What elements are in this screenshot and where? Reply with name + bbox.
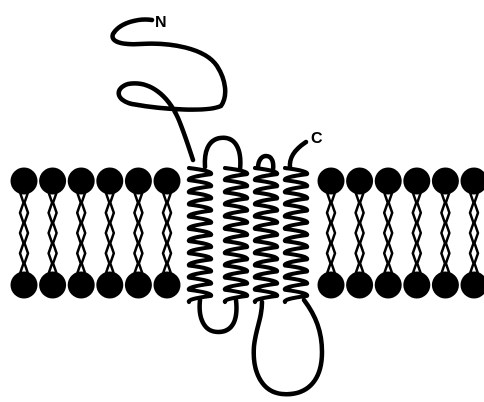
lipid-bilayer-left (11, 168, 181, 299)
extracellular-loop-1 (205, 138, 241, 170)
lipid-tail (360, 193, 364, 274)
lipid-head-inner (125, 272, 152, 299)
lipid-head-inner (461, 272, 484, 299)
lipid-head-inner (346, 272, 373, 299)
lipid-tail (332, 193, 336, 274)
intracellular-loop-1 (200, 300, 237, 332)
lipid-tail (470, 193, 474, 274)
n-terminus-label: N (155, 14, 167, 31)
intracellular-loop-2 (254, 300, 322, 394)
lipid-tail (327, 193, 331, 274)
lipid-head-inner (11, 272, 38, 299)
lipid-head-inner (96, 272, 123, 299)
transmembrane-helix-4 (285, 168, 307, 302)
lipid-tail (49, 193, 53, 274)
lipid-head-inner (39, 272, 66, 299)
lipid-tail (441, 193, 445, 274)
transmembrane-helix-3 (255, 168, 277, 302)
lipid-head-inner (154, 272, 181, 299)
lipid-tail (475, 193, 479, 274)
lipid-head-outer (125, 168, 152, 195)
lipid-head-outer (318, 168, 345, 195)
lipid-head-inner (68, 272, 95, 299)
lipid-head-outer (96, 168, 123, 195)
lipid-head-outer (68, 168, 95, 195)
lipid-tail (139, 193, 143, 274)
n-terminal-tail (113, 20, 226, 160)
lipid-tail (446, 193, 450, 274)
lipid-head-outer (403, 168, 430, 195)
lipid-head-inner (403, 272, 430, 299)
lipid-head-outer (375, 168, 402, 195)
lipid-tail (53, 193, 57, 274)
c-terminal-tail (290, 142, 306, 168)
lipid-bilayer-right (318, 168, 484, 299)
lipid-tail (134, 193, 138, 274)
lipid-tail (168, 193, 172, 274)
lipid-head-inner (375, 272, 402, 299)
lipid-head-outer (11, 168, 38, 195)
lipid-tail (417, 193, 421, 274)
lipid-tail (82, 193, 86, 274)
lipid-tail (356, 193, 360, 274)
lipid-head-outer (39, 168, 66, 195)
lipid-tail (110, 193, 114, 274)
lipid-tail (20, 193, 24, 274)
lipid-tail (163, 193, 167, 274)
lipid-head-inner (432, 272, 459, 299)
transmembrane-helices (189, 168, 307, 302)
lipid-tail (389, 193, 393, 274)
lipid-tail (77, 193, 81, 274)
lipid-tail (413, 193, 417, 274)
lipid-head-outer (154, 168, 181, 195)
lipid-tail (106, 193, 110, 274)
lipid-head-outer (346, 168, 373, 195)
lipid-head-outer (461, 168, 484, 195)
lipid-head-inner (318, 272, 345, 299)
lipid-tail (25, 193, 29, 274)
c-terminus-label: C (311, 130, 323, 147)
lipid-tail (384, 193, 388, 274)
transmembrane-helix-1 (189, 168, 211, 302)
transmembrane-helix-2 (225, 168, 247, 302)
lipid-head-outer (432, 168, 459, 195)
